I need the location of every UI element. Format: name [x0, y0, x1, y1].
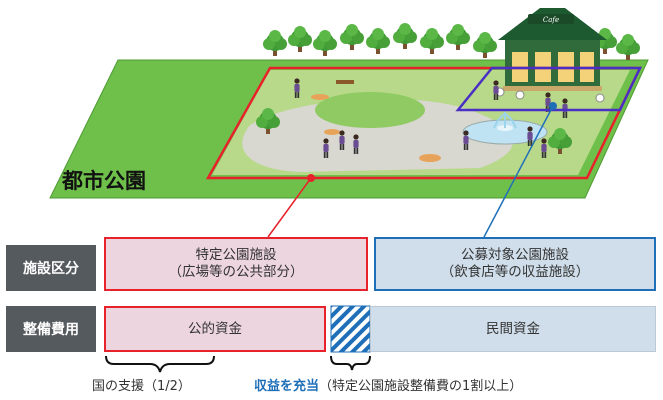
development-cost-header-text: 整備費用 — [23, 322, 79, 338]
national-support-note: 国の支援（1/2） — [92, 375, 191, 394]
specific-park-facility-title: 特定公園施設 — [195, 247, 277, 263]
national-support-text: 国の支援（1/2） — [92, 379, 191, 394]
public-offer-facility-subtitle: （飲食店等の収益施設） — [440, 264, 590, 280]
tree-icon — [313, 30, 337, 56]
revenue-brace — [330, 355, 371, 371]
bench-icon — [336, 80, 354, 84]
facility-category-header-text: 施設区分 — [23, 261, 79, 277]
tree-icon — [473, 32, 497, 58]
development-cost-header: 整備費用 — [6, 306, 96, 352]
tree-icon — [420, 28, 444, 54]
tree-icon — [366, 28, 390, 54]
cafe-building-icon: Cafe — [498, 8, 607, 91]
public-offer-facility-box: 公募対象公園施設 （飲食店等の収益施設） — [374, 237, 656, 291]
specific-park-facility-subtitle: （広場等の公共部分） — [168, 264, 304, 280]
tree-icon — [263, 30, 287, 56]
revenue-allocation-box — [330, 305, 371, 353]
public-offer-facility-title: 公募対象公園施設 — [461, 247, 569, 263]
lawn-area — [315, 92, 425, 128]
cafe-sign: Cafe — [543, 16, 559, 24]
fountain-icon — [462, 112, 548, 145]
tree-icon — [393, 23, 417, 49]
connector-blue — [483, 102, 557, 238]
specific-park-facility-box: 特定公園施設 （広場等の公共部分） — [104, 237, 368, 291]
park-label: 都市公園 — [61, 169, 146, 193]
planter — [324, 129, 340, 135]
planter — [311, 94, 329, 100]
private-funds-box: 民間資金 — [370, 306, 656, 352]
tree-icon — [340, 24, 364, 50]
revenue-allocation-highlight: 収益を充当 — [254, 379, 320, 394]
public-funds-label: 公的資金 — [188, 320, 242, 337]
cafe-table — [515, 90, 525, 100]
national-support-brace — [105, 355, 215, 373]
connector-red — [267, 174, 315, 238]
revenue-allocation-detail: （特定公園施設整備費の1割以上） — [319, 379, 523, 394]
public-funds-box: 公的資金 — [104, 306, 326, 352]
public-offer-outline — [455, 66, 642, 112]
plaza-path — [242, 98, 513, 172]
tree-icon — [288, 26, 312, 52]
facility-category-header: 施設区分 — [6, 245, 96, 291]
cafe-table — [595, 93, 605, 103]
tree-icon — [616, 34, 640, 60]
planter — [419, 154, 441, 162]
revenue-allocation-note: 収益を充当（特定公園施設整備費の1割以上） — [254, 375, 522, 394]
private-funds-label: 民間資金 — [486, 320, 540, 337]
tree-icon — [446, 24, 470, 50]
